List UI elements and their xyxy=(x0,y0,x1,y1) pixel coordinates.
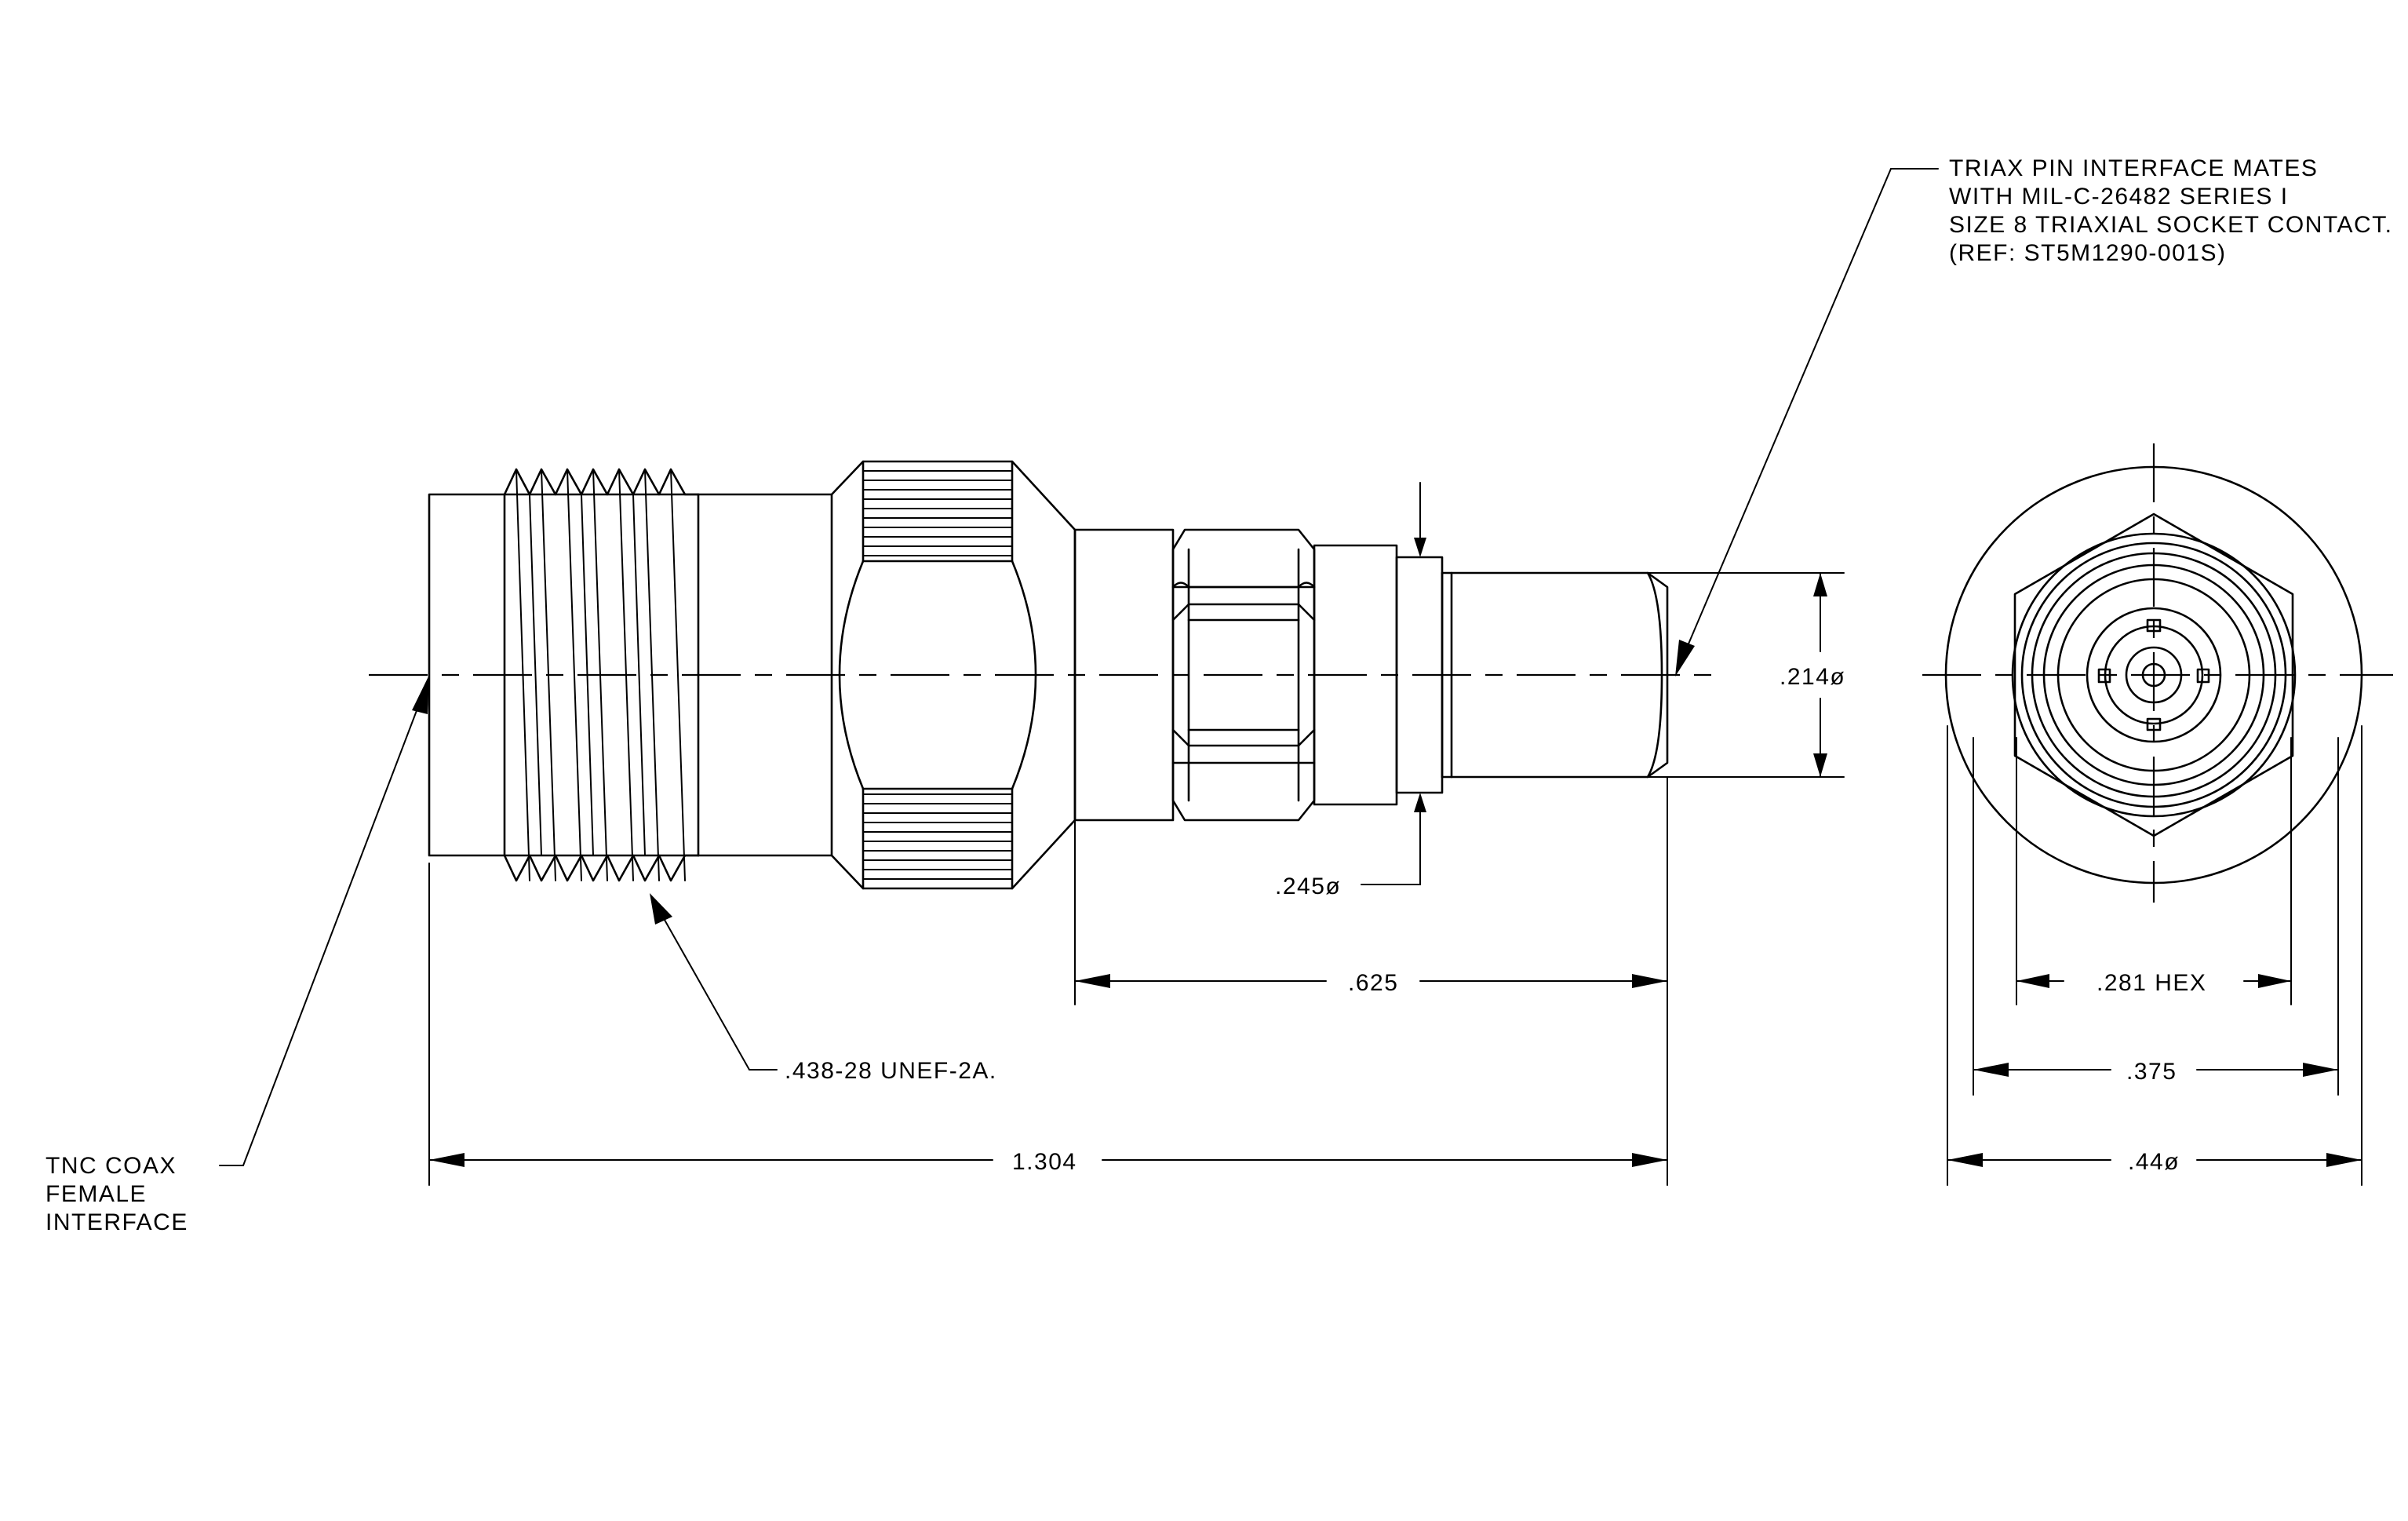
pin-length-dimension: .625 xyxy=(1348,970,1398,996)
pin-diameter-dimension: .214ø xyxy=(1780,664,1845,690)
outer-circle xyxy=(1944,465,2363,885)
end-view-diameter-dimension: .44ø xyxy=(2128,1149,2180,1175)
thread-spec-label: .438-28 UNEF-2A. xyxy=(785,1058,997,1084)
tnc-note-line-3: INTERFACE xyxy=(46,1209,188,1235)
side-view xyxy=(369,460,1722,890)
triax-pin xyxy=(1441,571,1669,779)
body-diameter-dimension: .245ø xyxy=(1275,874,1341,899)
knurled-coupling-nut xyxy=(830,460,1076,890)
triax-pin-note: TRIAX PIN INTERFACE MATES WITH MIL-C-264… xyxy=(1949,155,2393,266)
overall-length-dimension: 1.304 xyxy=(1012,1149,1077,1175)
tnc-note-line-2: FEMALE xyxy=(46,1181,147,1207)
hex-section xyxy=(1171,528,1316,822)
triax-note-line-3: SIZE 8 TRIAXIAL SOCKET CONTACT. xyxy=(1949,212,2393,238)
hex-size-dimension: .281 HEX xyxy=(2097,970,2206,996)
end-view xyxy=(1922,443,2393,903)
body-neck xyxy=(697,493,833,857)
tnc-note-line-1: TNC COAX xyxy=(46,1153,177,1179)
triax-note-line-1: TRIAX PIN INTERFACE MATES xyxy=(1949,155,2318,181)
end-view-width-dimension: .375 xyxy=(2126,1059,2177,1085)
hex-outline xyxy=(2013,512,2294,837)
triax-note-line-2: WITH MIL-C-26482 SERIES I xyxy=(1949,184,2289,210)
thread-section xyxy=(503,468,700,882)
triax-note-line-4: (REF: ST5M1290-001S) xyxy=(1949,240,2226,266)
dimension-graphics xyxy=(219,168,2362,1186)
tnc-interface-note: TNC COAX FEMALE INTERFACE xyxy=(46,1153,188,1235)
